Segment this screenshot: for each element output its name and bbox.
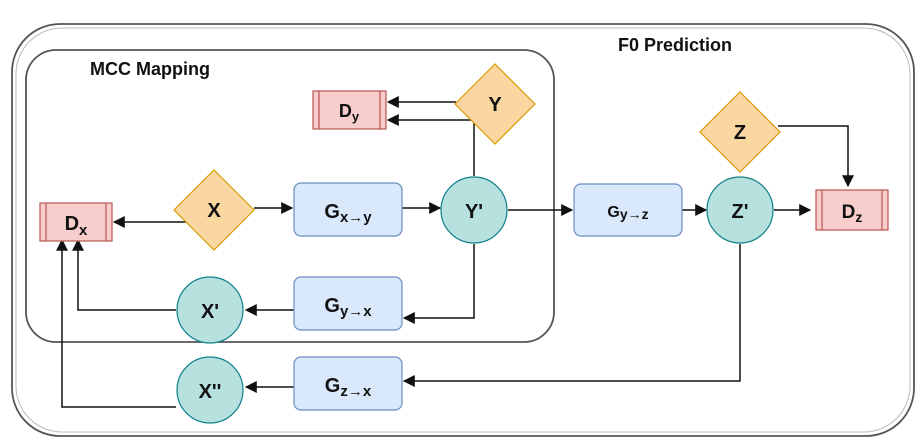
- input-y-diamond: Y: [454, 63, 536, 145]
- f0-prediction-title: F0 Prediction: [618, 35, 732, 55]
- f0-prediction-container-inner-line: [15, 27, 911, 433]
- input-y-label: Y: [488, 94, 502, 116]
- x-double-prime-label: X'': [199, 381, 222, 403]
- mcc-mapping-title: MCC Mapping: [90, 59, 210, 79]
- gyz-sub: y→z: [620, 206, 649, 222]
- dz-sub: z: [855, 209, 862, 225]
- output-z-prime: Z': [706, 176, 774, 244]
- f0-prediction-container: [11, 23, 915, 437]
- generator-y-to-z: Gy→z: [573, 183, 683, 237]
- svg-text:Gz→x: Gz→x: [325, 375, 372, 400]
- gyz-base: G: [607, 204, 619, 221]
- discriminator-dy: Dy: [312, 90, 387, 130]
- gxy-base: G: [324, 201, 340, 223]
- edge-yprime-to-dy: [386, 114, 475, 176]
- gzx-base: G: [325, 375, 341, 397]
- dy-base: D: [339, 101, 352, 121]
- input-z-label: Z: [734, 122, 746, 144]
- gyx-sub: y→x: [340, 303, 372, 320]
- output-x-prime: X': [176, 276, 244, 344]
- svg-text:Dz: Dz: [842, 202, 863, 225]
- z-prime-label: Z': [732, 201, 749, 223]
- x-prime-label: X': [201, 301, 219, 323]
- generator-z-to-x: Gz→x: [293, 356, 403, 411]
- output-x-double-prime: X'': [176, 356, 244, 424]
- output-y-prime: Y': [440, 176, 508, 244]
- edge-zprime-to-gzx: [402, 244, 741, 387]
- dx-base: D: [65, 213, 79, 235]
- gxy-sub: x→y: [340, 209, 372, 226]
- svg-text:Gx→y: Gx→y: [324, 201, 372, 226]
- input-x-diamond: X: [173, 169, 255, 251]
- dz-base: D: [842, 202, 856, 223]
- edge-xprime-to-dx: [72, 238, 176, 311]
- edge-yprime-to-gyx: [402, 244, 475, 324]
- dx-sub: x: [79, 222, 88, 239]
- input-x-label: X: [207, 200, 221, 222]
- edge-xdprime-to-dx: [56, 238, 176, 408]
- generator-y-to-x: Gy→x: [293, 276, 403, 331]
- svg-text:Dx: Dx: [65, 213, 88, 239]
- discriminator-dz: Dz: [815, 189, 889, 231]
- svg-text:Gy→z: Gy→z: [607, 204, 648, 222]
- svg-text:Dy: Dy: [339, 101, 360, 124]
- y-prime-label: Y': [465, 201, 483, 223]
- generator-x-to-y: Gx→y: [293, 182, 403, 237]
- gzx-sub: z→x: [340, 383, 372, 400]
- input-z-diamond: Z: [699, 91, 781, 173]
- dy-sub: y: [352, 109, 360, 124]
- edges: [56, 96, 854, 408]
- gyx-base: G: [324, 295, 340, 317]
- mcc-mapping-container: [25, 49, 555, 343]
- svg-text:Gy→x: Gy→x: [324, 295, 372, 320]
- edge-z-to-dz: [778, 125, 854, 188]
- discriminator-dx: Dx: [39, 202, 113, 242]
